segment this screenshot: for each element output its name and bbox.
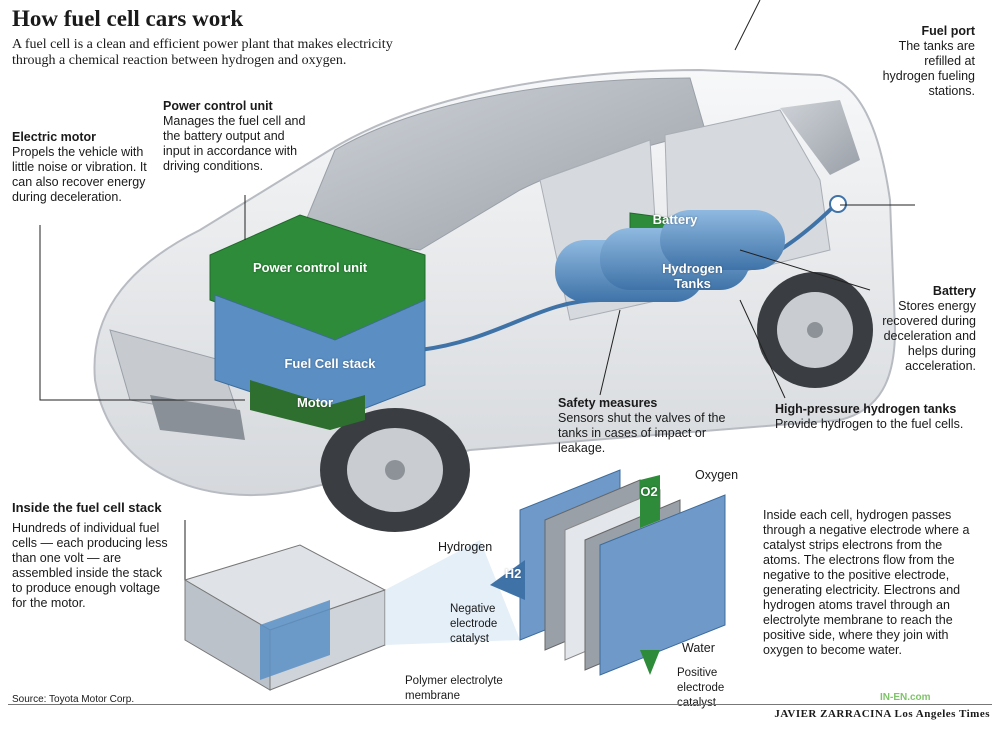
fuel-port-body: The tanks are refilled at hydrogen fueli…: [882, 39, 975, 98]
h2-label: H2: [504, 566, 522, 581]
stack-module: [183, 544, 387, 691]
callout-stack: Inside the fuel cell stack Hundreds of i…: [12, 500, 172, 611]
fuel-cell-stack-label: Fuel Cell stack: [284, 356, 376, 371]
stack-heading: Inside the fuel cell stack: [12, 500, 162, 515]
callout-tanks: High-pressure hydrogen tanks Provide hyd…: [775, 402, 970, 432]
stack-body: Hundreds of individual fuel cells — each…: [12, 521, 168, 610]
credit-line: JAVIER ZARRACINA Los Angeles Times: [774, 708, 990, 720]
o2-label: O2: [640, 484, 658, 499]
front-wheel: [320, 408, 470, 532]
power-control-heading: Power control unit: [163, 99, 273, 113]
power-control-body: Manages the fuel cell and the battery ou…: [163, 114, 306, 173]
source-note: Source: Toyota Motor Corp.: [12, 694, 135, 705]
rear-wheel: [757, 272, 873, 388]
tanks-heading: High-pressure hydrogen tanks: [775, 402, 957, 416]
callout-safety: Safety measures Sensors shut the valves …: [558, 396, 733, 456]
page-title: How fuel cell cars work: [12, 6, 244, 31]
fuel-port-cap: [829, 195, 847, 213]
oxygen-label: Oxygen: [695, 468, 739, 482]
motor: [250, 380, 365, 430]
leader-lines: [39, 0, 915, 600]
battery-label: Battery: [652, 212, 698, 227]
cell-exploded-view: [490, 469, 726, 676]
callout-fuel-port: Fuel port The tanks are refilled at hydr…: [875, 24, 975, 99]
intro-text: A fuel cell is a clean and efficient pow…: [12, 37, 393, 68]
footer-rule: [8, 704, 992, 705]
electric-motor-body: Propels the vehicle with little noise or…: [12, 145, 147, 204]
negative-electrode-label: Negative electrode catalyst: [450, 603, 498, 645]
water-label: Water: [682, 641, 715, 655]
membrane-label: Polymer electrolyte membrane: [405, 675, 503, 702]
motor-label: Motor: [296, 395, 334, 410]
watermark: IN-EN.com: [880, 692, 931, 703]
safety-body: Sensors shut the valves of the tanks in …: [558, 411, 726, 455]
battery-heading: Battery: [932, 284, 976, 298]
callout-electric-motor: Electric motor Propels the vehicle with …: [12, 130, 157, 205]
battery-body: Stores energy recovered during decelerat…: [882, 299, 976, 373]
callout-battery: Battery Stores energy recovered during d…: [860, 284, 976, 374]
hydrogen-label: Hydrogen: [438, 540, 493, 554]
pcu-label: Power control unit: [252, 260, 368, 275]
safety-heading: Safety measures: [558, 396, 658, 410]
tanks-body: Provide hydrogen to the fuel cells.: [775, 417, 964, 431]
zoom-wedge: [385, 540, 520, 645]
hydrogen-tanks-label: Hydrogen Tanks: [662, 261, 723, 291]
electric-motor-heading: Electric motor: [12, 130, 97, 144]
callout-power-control: Power control unit Manages the fuel cell…: [163, 99, 313, 174]
cell-description: Inside each cell, hydrogen passes throug…: [763, 508, 970, 657]
positive-electrode-label: Positive electrode catalyst: [677, 667, 725, 709]
hydrogen-tanks: [555, 210, 785, 302]
fuel-port-heading: Fuel port: [921, 24, 975, 38]
